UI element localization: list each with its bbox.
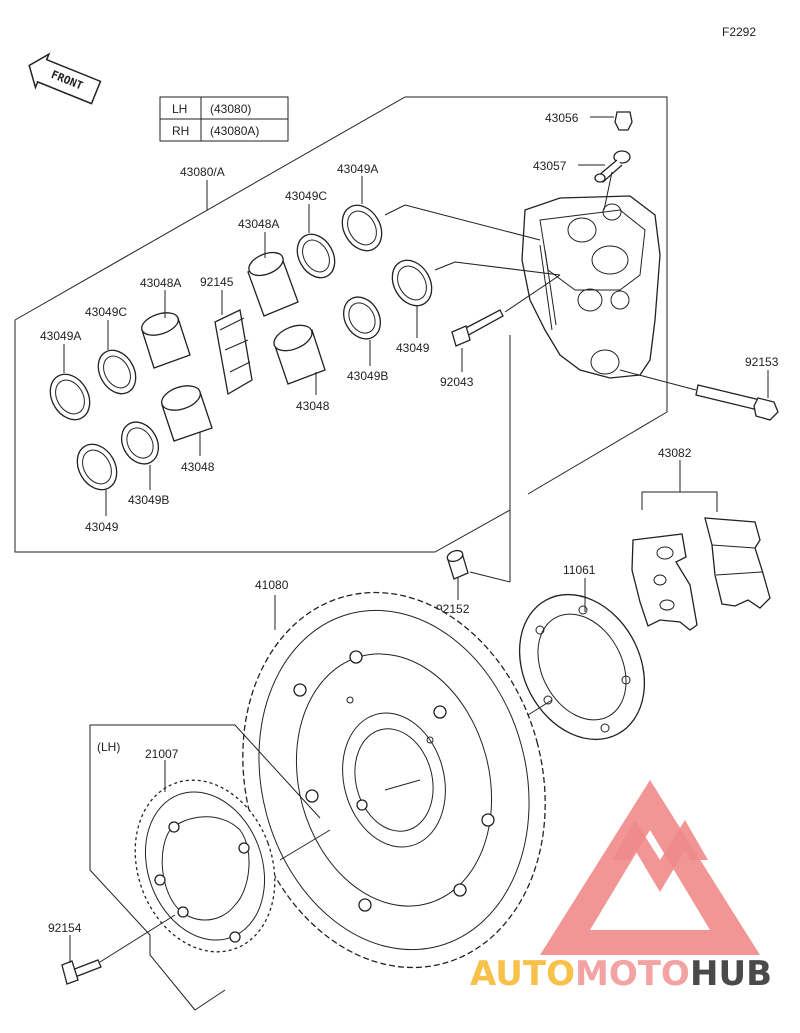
callout-43048a-top: 43048A bbox=[238, 217, 279, 231]
variant-row-rh-side: RH bbox=[172, 124, 189, 138]
seal-43049-right bbox=[391, 259, 433, 307]
callout-43049c-top: 43049C bbox=[285, 189, 327, 203]
screw-92154 bbox=[61, 959, 102, 985]
seal-43049c-left bbox=[97, 349, 137, 395]
bleeder-valve bbox=[594, 150, 631, 183]
lh-subframe bbox=[89, 724, 321, 1011]
assembly-boundary bbox=[14, 96, 668, 553]
watermark-logo bbox=[540, 780, 760, 955]
callout-92145: 92145 bbox=[200, 275, 234, 289]
seal-43049a-top bbox=[341, 204, 383, 252]
callout-43049b-low: 43049B bbox=[128, 493, 169, 507]
callout-11061: 11061 bbox=[563, 563, 596, 577]
seal-43049-low bbox=[76, 443, 118, 491]
seal-43049b-low bbox=[120, 421, 160, 465]
gasket-11061 bbox=[518, 593, 646, 741]
sensor-rotor-21007 bbox=[134, 779, 276, 953]
callout-92153: 92153 bbox=[745, 355, 779, 369]
piston-43048a-left bbox=[141, 312, 191, 369]
callout-43049a-top: 43049A bbox=[337, 162, 378, 176]
callout-43049a-left: 43049A bbox=[40, 329, 81, 343]
piston-43048-mid bbox=[273, 324, 326, 385]
brake-disc-41080 bbox=[242, 591, 546, 969]
assembly-label: 43080/A bbox=[180, 165, 225, 179]
bolt-92153 bbox=[695, 384, 779, 421]
variant-row-lh-part: (43080) bbox=[210, 102, 251, 116]
lh-note: (LH) bbox=[97, 740, 120, 754]
variant-row-rh-part: (43080A) bbox=[210, 124, 259, 138]
front-arrow-icon bbox=[28, 52, 102, 105]
bleeder-cap bbox=[614, 111, 633, 131]
callout-21007: 21007 bbox=[145, 747, 179, 761]
brake-pads-43082 bbox=[631, 517, 771, 631]
watermark-text-auto: AUTO bbox=[470, 954, 575, 994]
callout-43056: 43056 bbox=[545, 111, 579, 125]
seal-43049a-left bbox=[49, 373, 91, 421]
callout-41080: 41080 bbox=[255, 578, 289, 592]
collar-92152 bbox=[446, 549, 469, 580]
variant-row-lh-side: LH bbox=[172, 102, 187, 116]
callout-43049b-mid: 43049B bbox=[347, 369, 388, 383]
watermark-text-moto: MOTO bbox=[575, 954, 690, 994]
callout-43048-mid: 43048 bbox=[296, 399, 330, 413]
piston-43048a-top bbox=[247, 251, 299, 317]
seal-43049c-top bbox=[296, 233, 336, 279]
callout-43082: 43082 bbox=[658, 446, 692, 460]
callout-43048a-left: 43048A bbox=[140, 276, 181, 290]
seal-43049b-mid bbox=[342, 296, 382, 340]
watermark-text-hub: HUB bbox=[690, 954, 772, 994]
caliper-body bbox=[521, 195, 661, 379]
variant-table bbox=[159, 96, 289, 142]
callout-43057: 43057 bbox=[533, 159, 567, 173]
callout-43049c-left: 43049C bbox=[85, 305, 127, 319]
figure-code: F2292 bbox=[722, 25, 756, 39]
pad-spring-92145 bbox=[214, 309, 253, 396]
callout-92043: 92043 bbox=[440, 375, 474, 389]
callout-92154: 92154 bbox=[48, 921, 82, 935]
callout-43049-low: 43049 bbox=[85, 520, 119, 534]
callout-43048-low: 43048 bbox=[181, 460, 215, 474]
pin-92043 bbox=[451, 309, 504, 347]
piston-43048-low bbox=[161, 385, 213, 442]
callout-43049-right: 43049 bbox=[396, 341, 430, 355]
